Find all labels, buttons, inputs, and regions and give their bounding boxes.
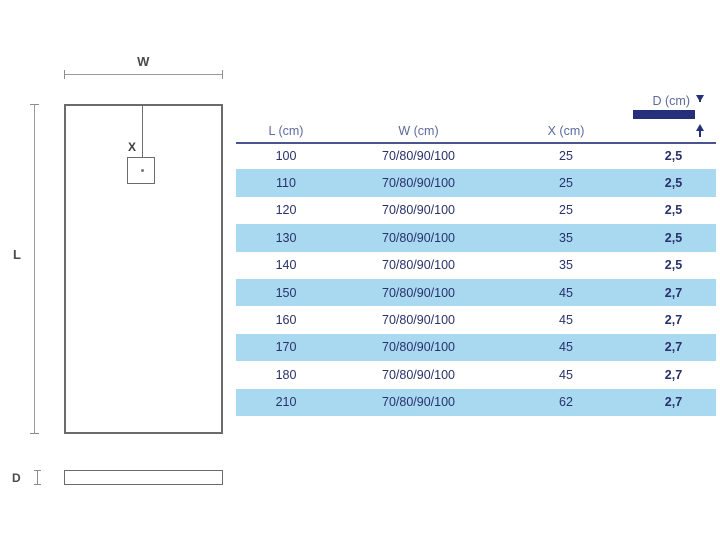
table-row: 120 70/80/90/100 25 2,5 — [236, 197, 716, 224]
drain-leader-line — [142, 105, 143, 171]
depth-header-graphic: D (cm) — [628, 94, 710, 142]
width-dimension-label: W — [137, 54, 150, 69]
cell-x: 45 — [559, 340, 573, 355]
table-row: 110 70/80/90/100 25 2,5 — [236, 169, 716, 197]
table-row: 160 70/80/90/100 45 2,7 — [236, 306, 716, 333]
cell-l: 140 — [275, 258, 297, 273]
cell-l: 130 — [275, 230, 297, 245]
cell-x: 25 — [559, 148, 573, 163]
length-dimension-line — [34, 104, 35, 434]
drain-dimension-label: X — [127, 140, 136, 154]
depth-dimension-label: D — [12, 470, 21, 485]
depth-dimension-tick — [34, 470, 41, 485]
cell-d: 2,5 — [664, 203, 683, 218]
drain-center-dot — [141, 169, 144, 172]
width-dimension-line — [64, 74, 223, 75]
cell-x: 25 — [559, 203, 573, 218]
length-dimension-label: L — [13, 247, 21, 262]
cell-w: 70/80/90/100 — [382, 285, 455, 300]
cell-d: 2,5 — [664, 258, 683, 273]
cell-d: 2,5 — [664, 230, 683, 245]
table-row: 170 70/80/90/100 45 2,7 — [236, 333, 716, 362]
cell-d: 2,5 — [664, 176, 683, 191]
cell-x: 35 — [559, 230, 573, 245]
cell-l: 160 — [275, 313, 297, 328]
table-row: 150 70/80/90/100 45 2,7 — [236, 278, 716, 307]
tray-side-profile — [64, 470, 223, 485]
table-header: L (cm) W (cm) X (cm) D (cm) — [236, 94, 716, 144]
cell-l: 120 — [275, 203, 297, 218]
width-dimension-tick-left — [64, 70, 65, 79]
column-header-w: W (cm) — [398, 124, 439, 138]
cell-w: 70/80/90/100 — [382, 258, 455, 273]
cell-l: 100 — [275, 148, 297, 163]
length-dimension-tick-top — [30, 104, 39, 105]
cell-x: 45 — [559, 313, 573, 328]
table-body: 100 70/80/90/100 25 2,5 110 70/80/90/100 25 2,5… — [236, 142, 716, 416]
cell-d: 2,7 — [664, 340, 683, 355]
tray-outline — [64, 104, 223, 434]
shower-tray-drawing: W L X D — [0, 0, 236, 540]
column-header-d: D (cm) — [652, 94, 691, 108]
header-separator-rule — [236, 142, 716, 144]
cell-w: 70/80/90/100 — [382, 203, 455, 218]
width-dimension-tick-right — [222, 70, 223, 79]
table-row: 100 70/80/90/100 25 2,5 — [236, 142, 716, 169]
cell-l: 180 — [275, 367, 297, 382]
column-header-x: X (cm) — [547, 124, 585, 138]
cell-d: 2,7 — [664, 285, 683, 300]
cell-w: 70/80/90/100 — [382, 148, 455, 163]
table-row: 140 70/80/90/100 35 2,5 — [236, 252, 716, 279]
table-row: 210 70/80/90/100 62 2,7 — [236, 388, 716, 416]
table-row: 130 70/80/90/100 35 2,5 — [236, 224, 716, 252]
cell-x: 25 — [559, 176, 573, 191]
cell-w: 70/80/90/100 — [382, 367, 455, 382]
cell-w: 70/80/90/100 — [382, 176, 455, 191]
cell-w: 70/80/90/100 — [382, 340, 455, 355]
arrow-down-icon — [696, 95, 704, 102]
table-row: 180 70/80/90/100 45 2,7 — [236, 361, 716, 388]
cell-x: 45 — [559, 285, 573, 300]
cell-x: 35 — [559, 258, 573, 273]
cell-l: 110 — [276, 176, 296, 191]
cell-d: 2,7 — [664, 395, 683, 410]
column-header-l: L (cm) — [268, 124, 304, 138]
dimensions-table: L (cm) W (cm) X (cm) D (cm) 100 70/80/90/… — [236, 94, 716, 416]
arrow-up-icon — [696, 124, 704, 137]
cell-w: 70/80/90/100 — [382, 313, 455, 328]
cell-d: 2,5 — [664, 148, 683, 163]
cell-w: 70/80/90/100 — [382, 395, 455, 410]
cell-x: 45 — [559, 367, 573, 382]
cell-l: 210 — [275, 395, 297, 410]
cell-d: 2,7 — [664, 367, 683, 382]
cell-w: 70/80/90/100 — [382, 230, 455, 245]
cell-x: 62 — [559, 395, 573, 410]
cell-d: 2,7 — [664, 313, 683, 328]
cell-l: 170 — [275, 340, 297, 355]
thickness-bar — [633, 110, 695, 119]
length-dimension-tick-bottom — [30, 433, 39, 434]
cell-l: 150 — [275, 285, 297, 300]
